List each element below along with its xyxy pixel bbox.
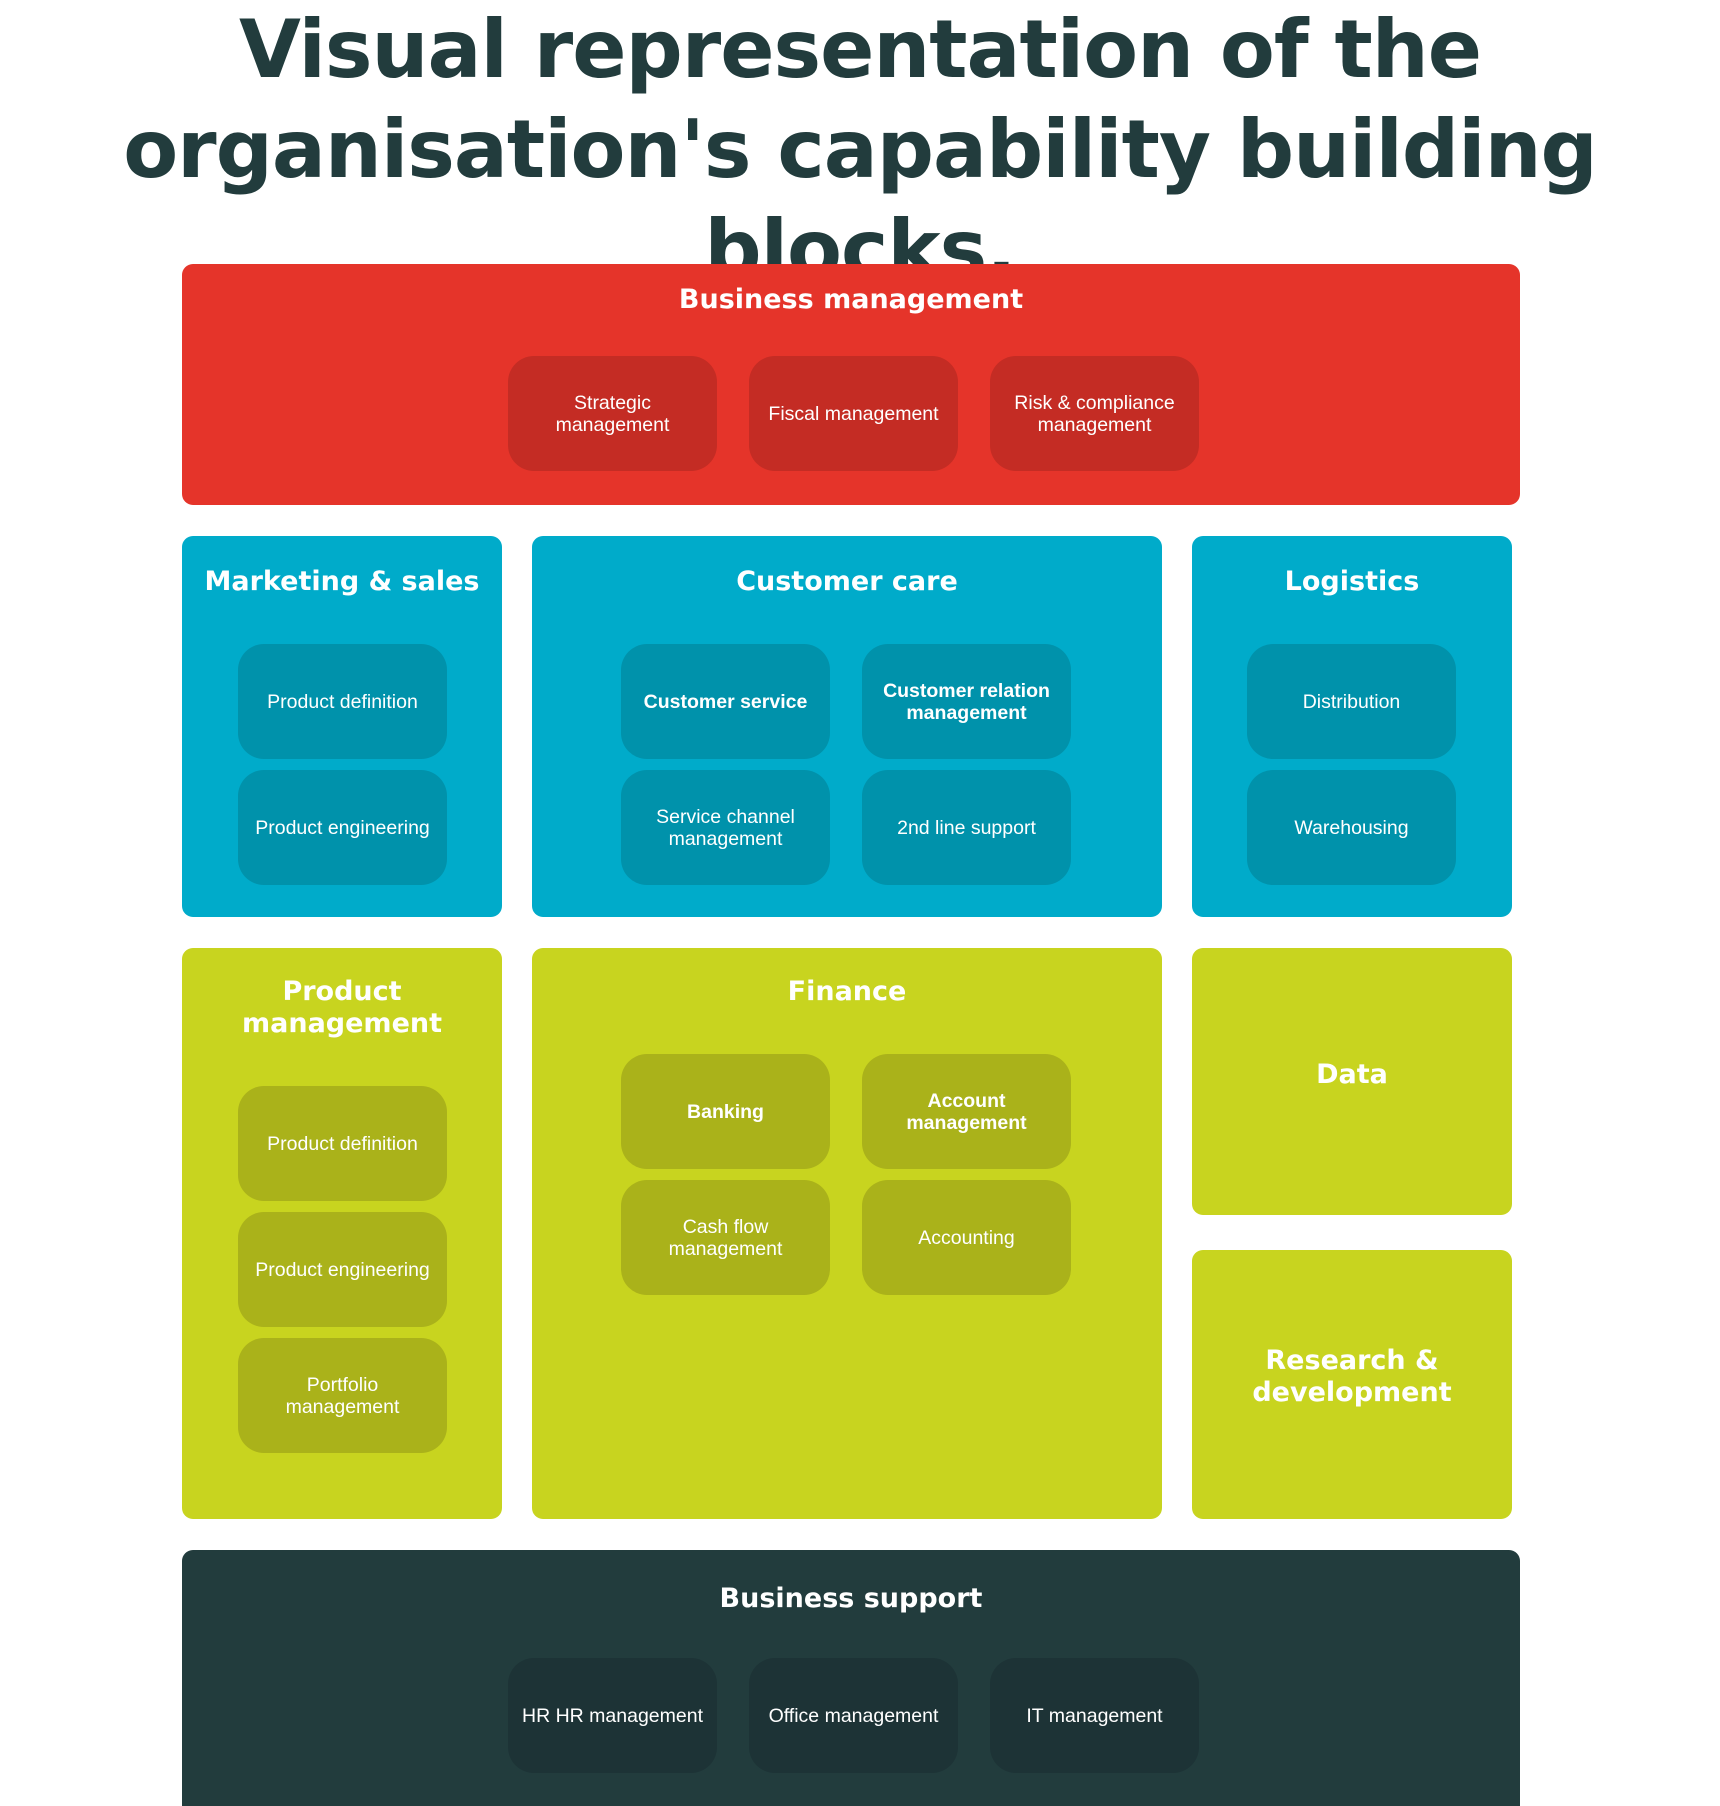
capability-it-management: IT management (990, 1658, 1199, 1773)
capability-office-management: Office management (749, 1658, 958, 1773)
block-title-finance: Finance (787, 976, 907, 1007)
capability-strategic-management: Strategic management (508, 356, 717, 471)
capability-account-management: Account management (862, 1054, 1071, 1169)
block-title-business-management: Business management (678, 284, 1024, 315)
capability-customer-relation-management: Customer relation management (862, 644, 1071, 759)
block-business-management: Business management Strategic management… (182, 264, 1520, 505)
block-title-data: Data (1316, 1059, 1388, 1090)
block-business-support: Business support HR HR management Office… (182, 1550, 1520, 1806)
block-title-customer-care: Customer care (736, 566, 958, 597)
block-title-research-development: Research & development (1252, 1345, 1452, 1408)
capability-distribution: Distribution (1247, 644, 1456, 759)
page-title-line-2: organisation's capability building block… (123, 103, 1598, 296)
capability-2nd-line-support: 2nd line support (862, 770, 1071, 885)
capability-customer-service: Customer service (621, 644, 830, 759)
capability-hr-management: HR HR management (508, 1658, 717, 1773)
capability-risk-compliance-management: Risk & compliance management (990, 356, 1199, 471)
capability-banking: Banking (621, 1054, 830, 1169)
block-title-product-management: Product management (242, 976, 443, 1039)
page-title-line-1: Visual representation of the (239, 3, 1482, 96)
capability-product-engineering: Product engineering (238, 770, 447, 885)
block-marketing-sales: Marketing & sales Product definition Pro… (182, 536, 502, 917)
capability-fiscal-management: Fiscal management (749, 356, 958, 471)
page-title: Visual representation of the organisatio… (0, 0, 1720, 300)
capability-product-definition: Product definition (238, 644, 447, 759)
capability-portfolio-management: Portfolio management (238, 1338, 447, 1453)
capability-service-channel-management: Service channel management (621, 770, 830, 885)
capability-warehousing: Warehousing (1247, 770, 1456, 885)
block-product-management: Product management Product definition Pr… (182, 948, 502, 1519)
capability-cash-flow-management: Cash flow management (621, 1180, 830, 1295)
block-title-marketing-sales: Marketing & sales (204, 566, 480, 597)
block-customer-care: Customer care Customer service Customer … (532, 536, 1162, 917)
block-logistics: Logistics Distribution Warehousing (1192, 536, 1512, 917)
capability-product-engineering: Product engineering (238, 1212, 447, 1327)
block-finance: Finance Banking Account management Cash … (532, 948, 1162, 1519)
block-title-logistics: Logistics (1284, 566, 1420, 597)
block-research-development: Research & development (1192, 1250, 1512, 1519)
capability-product-definition: Product definition (238, 1086, 447, 1201)
capability-accounting: Accounting (862, 1180, 1071, 1295)
block-title-business-support: Business support (719, 1583, 983, 1614)
block-data: Data (1192, 948, 1512, 1215)
